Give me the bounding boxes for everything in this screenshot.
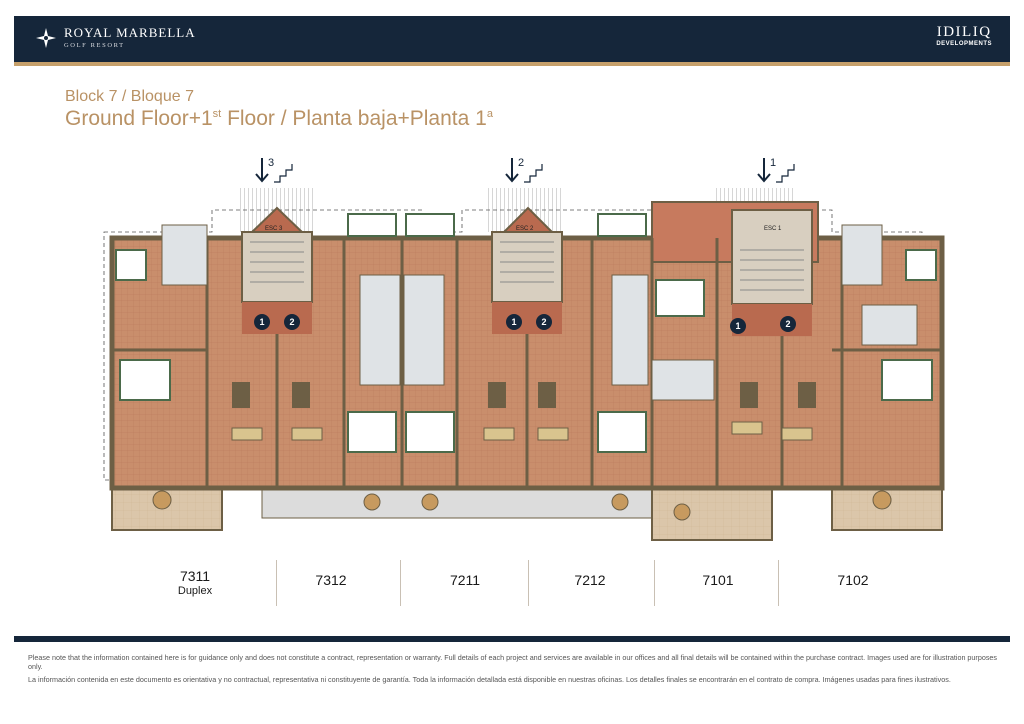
stair-label: ESC 2 [516,226,534,232]
stair-core-1 [731,209,813,336]
stair-core-3 [241,206,313,334]
floor-title-sup-1: st [212,108,222,120]
floor-title-sup-2: a [486,108,493,120]
unit-number: 7211 [449,572,481,588]
beds [115,213,937,453]
disclaimer-en: Please note that the information contain… [28,653,998,672]
floor-title-part-2: Floor / Planta baja+Planta 1 [221,107,487,130]
unit-label: 7312 [306,572,356,588]
stair-label: ESC 1 [764,226,782,232]
brand-left-sub: GOLF RESORT [64,42,125,49]
terrace-tables [152,490,892,521]
stairs-icon [524,164,543,183]
unit-label: 7211 [440,572,490,588]
royal-marbella-logo: ROYAL MARBELLA GOLF RESORT [36,26,196,49]
upper-floor-outline [103,209,923,481]
door-marker-numbers: 1 2 1 2 1 2 [259,317,790,331]
floor-title: Ground Floor+1st Floor / Planta baja+Pla… [65,107,493,131]
unit-label: 7101 [693,572,743,588]
stairs-icon [274,164,293,183]
door-marker-number: 1 [511,317,516,327]
bathrooms [161,224,918,401]
brand-left: ROYAL MARBELLA [64,25,196,40]
page-title: Block 7 / Bloque 7 Ground Floor+1st Floo… [65,88,493,131]
disclaimer: Please note that the information contain… [28,653,1000,687]
arrow-down-icon [757,158,771,183]
brand-right: IDILIQ [936,24,992,40]
stair-number: 3 [268,157,274,169]
dining-tables [232,382,816,408]
stair-labels: ESC 3 ESC 2 ESC 1 [265,226,782,232]
door-marker-number: 1 [259,317,264,327]
unit-divider [778,560,779,606]
unit-number: 7312 [315,572,347,588]
sofas [231,421,813,441]
door-marker-number: 2 [289,317,294,327]
stair-arrow-icons [255,158,795,183]
arrow-down-icon [505,158,519,183]
floor-title-part-1: Ground Floor+1 [65,107,213,130]
brand-right-sub: DEVELOPMENTS [936,41,992,47]
unit-divider [654,560,655,606]
block-title: Block 7 / Bloque 7 [65,88,194,105]
arrow-down-icon [255,158,269,183]
floor-plan: ESC 3 ESC 2 ESC 1 3 2 1 1 2 1 2 1 2 [103,157,945,541]
footer-bar [14,636,1010,642]
header-bar: ROYAL MARBELLA GOLF RESORT IDILIQ DEVELO… [14,16,1010,66]
door-marker-number: 2 [785,319,790,329]
unit-number: 7212 [574,572,606,588]
unit-number: 7101 [702,572,734,588]
stair-number: 1 [770,157,776,169]
unit-sub: Duplex [177,585,213,597]
unit-number: 7311 [179,568,211,584]
compass-star-icon [36,27,56,48]
unit-label: 7311 Duplex [170,568,220,597]
stair-number: 2 [518,157,524,169]
disclaimer-es: La información contenida en este documen… [28,674,951,684]
unit-divider [528,560,529,606]
unit-divider [276,560,277,606]
unit-label: 7212 [565,572,615,588]
stair-label: ESC 3 [265,226,283,232]
idiliq-logo: IDILIQ DEVELOPMENTS [936,24,992,47]
door-markers [254,314,796,334]
stair-numbers: 3 2 1 [268,157,776,169]
door-marker-number: 1 [735,321,740,331]
stairs-icon [776,164,795,183]
unit-number: 7102 [837,572,869,588]
unit-divider [400,560,401,606]
door-marker-number: 2 [541,317,546,327]
unit-label: 7102 [828,572,878,588]
